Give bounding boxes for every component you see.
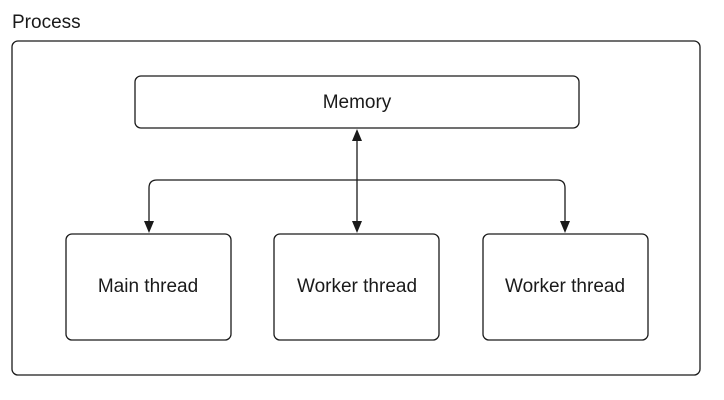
main-thread-box: [65, 233, 232, 341]
process-label: Process: [12, 12, 81, 33]
worker-thread-1-node: Worker thread: [273, 233, 440, 341]
arrowhead-memory: [352, 129, 362, 141]
worker-thread-2-label: Worker thread: [505, 276, 625, 297]
arrowhead-worker-thread-1: [352, 221, 362, 233]
worker-thread-2-box: [482, 233, 649, 341]
worker-thread-1-box: [273, 233, 440, 341]
arrowhead-main-thread: [144, 221, 154, 233]
memory-box: [134, 75, 580, 129]
worker-thread-2-node: Worker thread: [482, 233, 649, 341]
main-thread-label: Main thread: [98, 276, 198, 297]
main-thread-node: Main thread: [65, 233, 232, 341]
memory-node: Memory: [134, 75, 580, 129]
connector-edges: [144, 129, 570, 233]
arrowhead-worker-thread-2: [560, 221, 570, 233]
memory-label: Memory: [323, 92, 392, 113]
worker-thread-1-label: Worker thread: [297, 276, 417, 297]
